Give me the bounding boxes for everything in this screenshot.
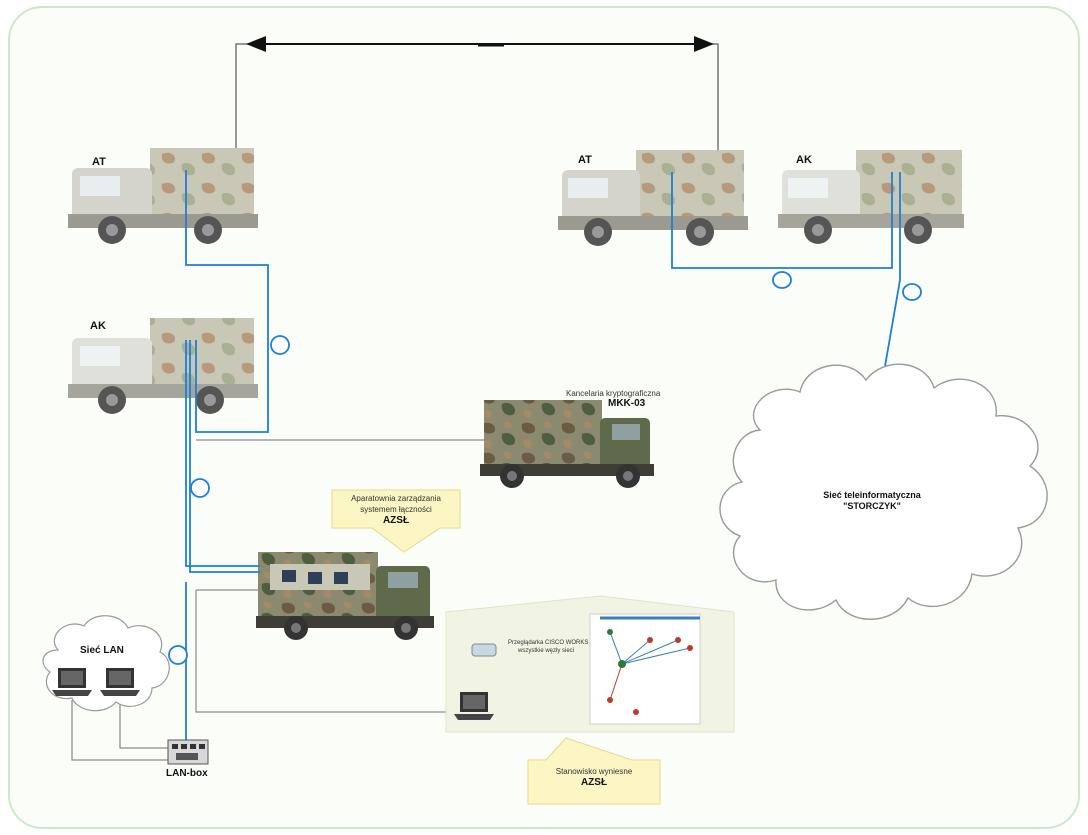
callout-line: systemem łączności <box>334 504 458 515</box>
callout-azsl-vehicle-text: Aparatownia zarządzania systemem łącznoś… <box>334 493 458 526</box>
modem-icon <box>472 644 496 656</box>
callout-workstation-text: Stanowisko wyniesne AZSŁ <box>530 766 658 788</box>
screen-caption: Przeglądarka CISCO WORKS <box>508 640 588 646</box>
callout-line: Stanowisko wyniesne <box>530 766 658 777</box>
screen-caption-2: wszystkie węzły sieci <box>518 648 574 654</box>
lan-box-icon <box>168 740 208 764</box>
network-map-screen <box>590 614 700 724</box>
mkk-caption: Kancelaria kryptograficzna <box>566 389 660 398</box>
mkk-code: MKK-03 <box>608 398 645 409</box>
vehicle-label-at: AT <box>578 154 592 166</box>
vehicle-label-ak: AK <box>796 154 812 166</box>
lan-cloud <box>43 616 169 711</box>
lan-box-label: LAN-box <box>166 768 208 779</box>
truck-ak-left <box>68 318 258 414</box>
lan-cloud-label: Sieć LAN <box>80 645 124 656</box>
storczyk-line: Sieć teleinformatyczna <box>772 490 972 501</box>
laptop-icon <box>100 668 140 696</box>
laptop-icon <box>454 692 494 720</box>
vehicle-label-at: AT <box>92 156 106 168</box>
storczyk-label: Sieć teleinformatyczna "STORCZYK" <box>772 490 972 512</box>
laptop-icon <box>52 668 92 696</box>
truck-mkk <box>480 400 654 488</box>
vehicle-label-ak: AK <box>90 320 106 332</box>
callout-code: AZSŁ <box>581 777 607 788</box>
callout-code: AZSŁ <box>383 515 409 526</box>
storczyk-line: "STORCZYK" <box>772 501 972 512</box>
truck-azsl <box>256 552 434 640</box>
callout-line: Aparatownia zarządzania <box>334 493 458 504</box>
radio-link <box>236 44 718 150</box>
